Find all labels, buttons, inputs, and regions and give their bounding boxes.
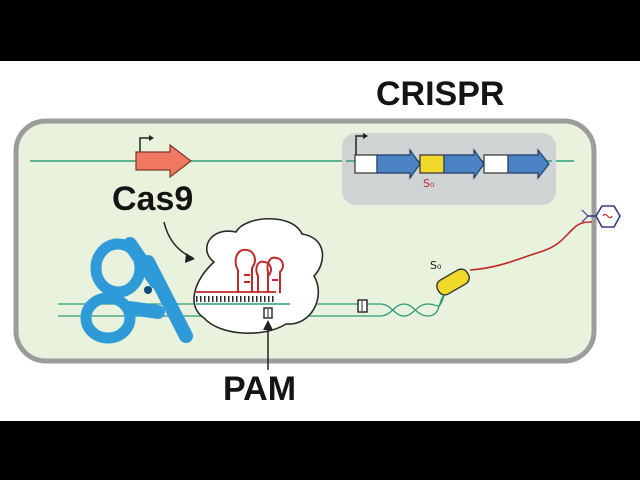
guide-target-duplex <box>196 291 290 305</box>
scissors-icon <box>80 237 193 344</box>
pam-label: PAM <box>223 370 297 408</box>
spacer-segment <box>483 154 509 174</box>
cas9-promoter-icon <box>139 137 152 158</box>
phage-dna <box>469 221 593 271</box>
guide-rna <box>234 248 284 293</box>
spacer-s0 <box>419 154 445 174</box>
cas9-gene <box>135 143 192 179</box>
spacer-label-phage: S₀ <box>430 259 442 272</box>
crispr-title: CRISPR <box>376 75 505 113</box>
spacer-label-array: S₀ <box>423 177 435 190</box>
cas9-label: Cas9 <box>112 180 194 218</box>
crispr-promoter-icon <box>355 135 366 158</box>
leader-segment <box>354 154 378 174</box>
repeat-arrow <box>376 148 421 180</box>
bacteriophage-icon <box>581 205 621 228</box>
phage-spacer-s0 <box>436 268 470 296</box>
repeat-arrow <box>443 148 485 180</box>
repeat-arrow <box>507 148 550 180</box>
crispr-array <box>354 148 550 180</box>
